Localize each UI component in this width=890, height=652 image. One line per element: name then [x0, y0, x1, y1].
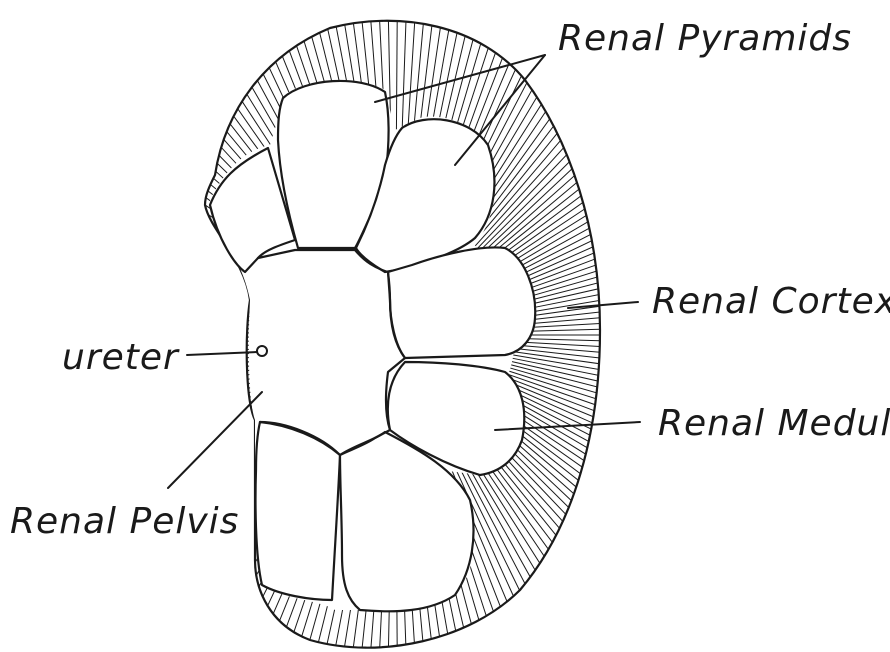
- label-ureter: ureter: [62, 337, 180, 378]
- label-renal-medulla: Renal Medulla: [658, 403, 890, 444]
- cortex-hatch-line: [57, 302, 276, 323]
- cortex-hatch-line: [506, 205, 709, 289]
- label-renal-pyramids: Renal Pyramids: [558, 18, 852, 59]
- label-renal-cortex: Renal Cortex: [652, 281, 890, 322]
- leader-cortex: [568, 302, 638, 308]
- cortex-hatch-line: [503, 188, 701, 283]
- cortex-hatch-line: [489, 124, 661, 261]
- cortex-hatch-line: [491, 131, 667, 263]
- pyramid-bottom-left: [256, 422, 340, 600]
- cortex-hatch-line: [505, 197, 706, 286]
- leader-pelvis: [168, 392, 262, 488]
- cortex-hatch-line: [473, 76, 616, 244]
- cortex-hatch-line: [480, 95, 636, 250]
- cortex-hatch-line: [59, 283, 276, 317]
- cortex-hatch-line: [55, 330, 275, 333]
- cortex-hatch-line: [55, 321, 275, 330]
- cortex-hatch-line: [513, 358, 729, 401]
- cortex-hatch-line: [502, 180, 698, 281]
- cortex-hatch-line: [495, 147, 678, 269]
- leader-pyramids-1: [375, 55, 545, 102]
- label-renal-pelvis: Renal Pelvis: [10, 501, 239, 542]
- ureter-marker: [257, 346, 267, 356]
- cortex-hatch-line: [58, 292, 276, 320]
- cortex-hatch-line: [56, 311, 275, 326]
- cortex-hatch-line: [500, 171, 693, 277]
- cortex-hatch-line: [514, 352, 732, 383]
